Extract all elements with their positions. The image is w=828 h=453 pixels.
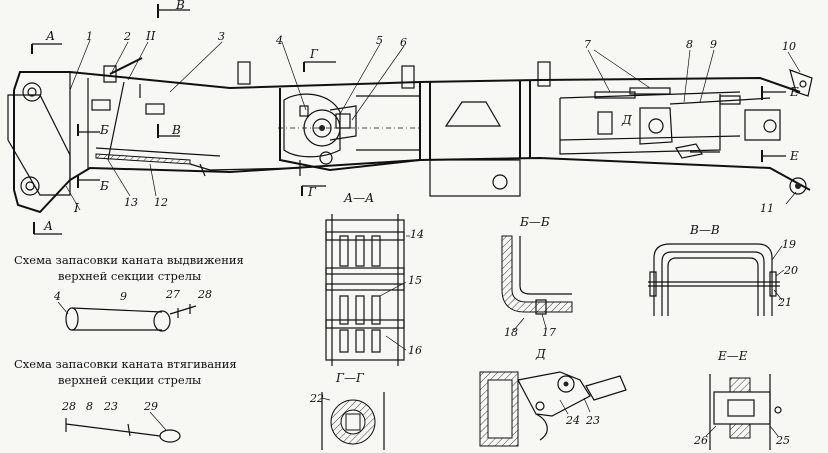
callout-19: 19 — [782, 238, 796, 251]
callout-13: 13 — [124, 196, 138, 209]
callout-5: 5 — [376, 34, 383, 47]
callout-15: 15 — [408, 274, 422, 287]
callout-6: 6 — [400, 36, 407, 49]
callout-9: 9 — [710, 38, 717, 51]
retract-n23: 23 — [103, 400, 118, 413]
mark-e-bottom: Е — [789, 149, 799, 163]
mark-v-bottom: В — [171, 123, 181, 137]
callout-8: 8 — [686, 38, 693, 51]
callout-1: 1 — [86, 30, 93, 43]
boom-main-view — [7, 57, 813, 214]
mark-d: Д — [621, 113, 632, 127]
retract-n8: 8 — [86, 400, 93, 413]
retract-caption-line1: Схема запасовки каната втягивания — [14, 357, 237, 371]
retract-scheme: Схема запасовки каната втягивания верхне… — [14, 357, 237, 443]
section-markers: А А В В Б Б Г Г Д Е Е — [31, 0, 799, 235]
callout-18: 18 — [504, 326, 518, 339]
mark-b-top: Б — [99, 123, 109, 137]
extend-n4: 4 — [53, 290, 61, 303]
title-bb: Б—Б — [519, 215, 550, 229]
extend-caption-line2: верхней секции стрелы — [58, 269, 201, 283]
section-aa: А—А 14 15 16 — [325, 191, 424, 366]
title-d: Д — [535, 347, 546, 361]
section-gg: Г—Г 22 — [309, 371, 385, 450]
callout-20: 20 — [783, 264, 798, 277]
callout-26: 26 — [693, 434, 708, 447]
retract-caption-line2: верхней секции стрелы — [58, 373, 201, 387]
callout-21: 21 — [777, 296, 792, 309]
retract-n28: 28 — [61, 400, 76, 413]
callout-22: 22 — [309, 392, 324, 405]
callout-4: 4 — [275, 34, 283, 47]
title-vv: В—В — [689, 223, 720, 237]
callout-25: 25 — [775, 434, 790, 447]
mark-a-bottom: А — [43, 219, 53, 233]
mark-v-top: В — [175, 0, 185, 12]
callout-14: 14 — [410, 228, 424, 241]
extend-n28: 28 — [197, 288, 212, 301]
extend-n9: 9 — [120, 290, 127, 303]
section-ee: Е—Е 26 25 — [693, 349, 790, 450]
callout-16: 16 — [408, 344, 422, 357]
mark-g-bottom: Г — [307, 185, 317, 199]
title-ee: Е—Е — [717, 349, 748, 363]
mark-b-bottom: Б — [99, 179, 109, 193]
title-aa: А—А — [343, 191, 374, 205]
mark-e-top: Е — [789, 85, 799, 99]
retract-n29: 29 — [143, 400, 158, 413]
mark-a-top: А — [45, 29, 55, 43]
callout-17: 17 — [542, 326, 556, 339]
section-vv: В—В 19 20 21 — [648, 223, 798, 316]
callout-7: 7 — [584, 38, 591, 51]
callout-10: 10 — [782, 40, 796, 53]
main-callouts: 1 2 II 3 4 5 6 7 8 9 10 11 12 13 I — [65, 29, 801, 215]
view-d: Д 24 23 — [479, 347, 627, 447]
extend-caption-line1: Схема запасовки каната выдвижения — [14, 253, 244, 267]
section-bb: Б—Б 18 17 — [501, 215, 573, 339]
callout-2: 2 — [123, 30, 131, 43]
callout-12: 12 — [154, 196, 168, 209]
callout-23: 23 — [585, 414, 600, 427]
callout-24: 24 — [565, 414, 580, 427]
extend-scheme: Схема запасовки каната выдвижения верхне… — [14, 253, 244, 332]
title-gg: Г—Г — [335, 371, 365, 385]
roman-1: I — [73, 201, 79, 215]
callout-11: 11 — [760, 202, 774, 215]
mark-g-top: Г — [309, 47, 319, 61]
extend-n27: 27 — [165, 288, 180, 301]
callout-3: 3 — [218, 30, 225, 43]
roman-2: II — [145, 29, 156, 43]
